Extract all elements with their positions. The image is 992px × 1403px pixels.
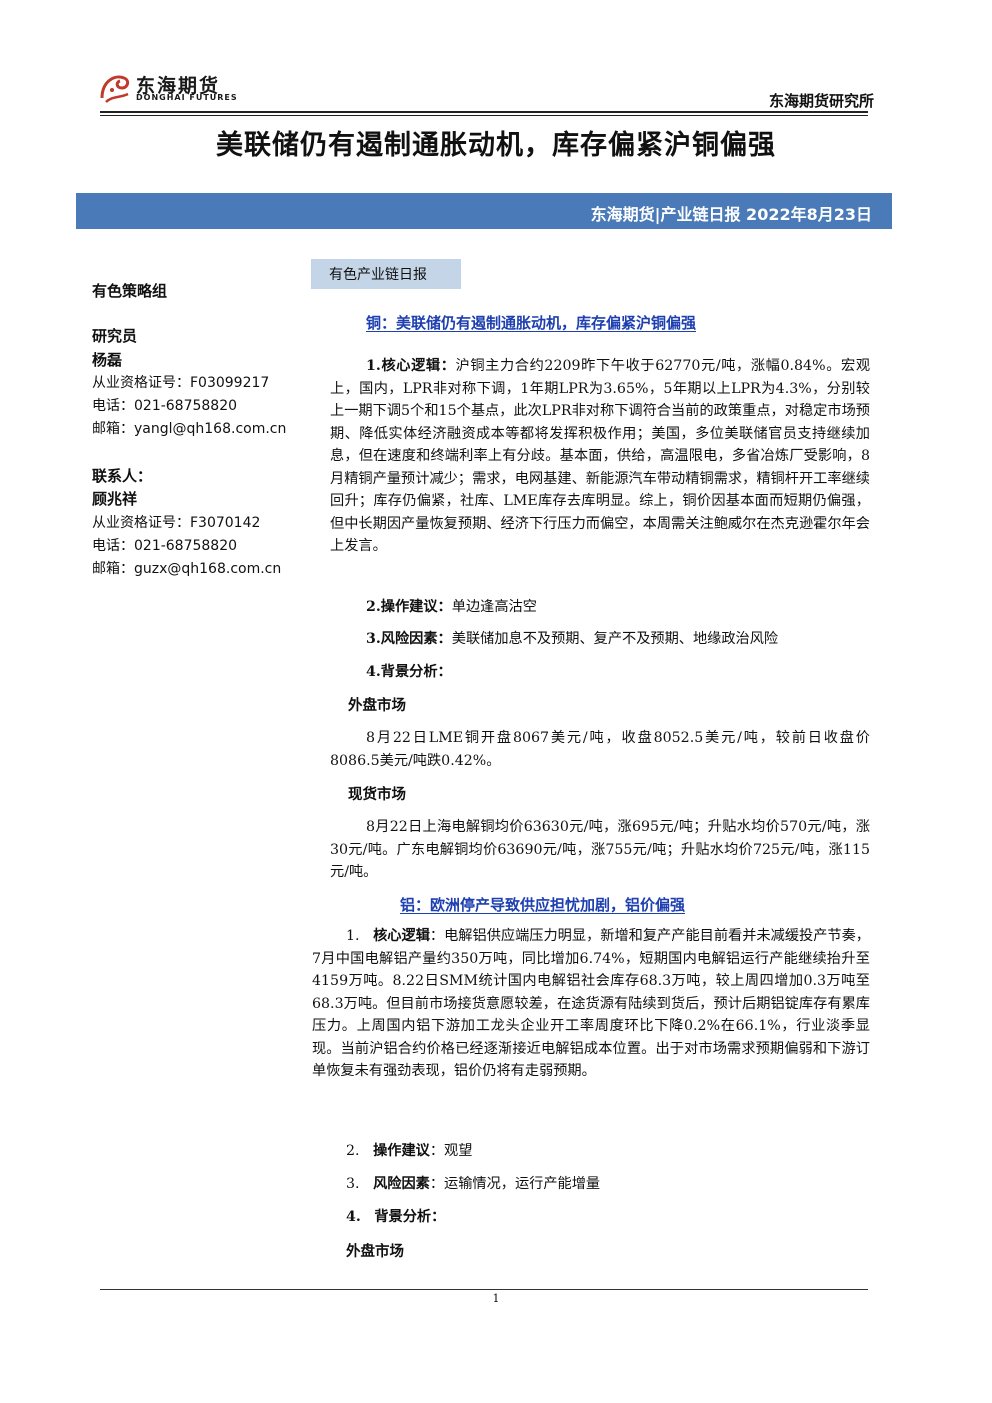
aluminum-risk-num: 3. bbox=[346, 1176, 360, 1192]
copper-advice: 2.操作建议：单边逢高沽空 bbox=[366, 596, 537, 619]
page-title: 美联储仍有遏制通胀动机，库存偏紧沪铜偏强 bbox=[216, 130, 776, 161]
aluminum-overseas-label: 外盘市场 bbox=[346, 1243, 404, 1260]
aluminum-background: 4. 背景分析： bbox=[346, 1206, 445, 1229]
aluminum-bg-num: 4. bbox=[346, 1209, 361, 1225]
aluminum-advice-text: ：观望 bbox=[429, 1143, 473, 1159]
copper-advice-label: 2.操作建议： bbox=[366, 599, 452, 615]
copper-heading: 铜：美联储仍有遏制通胀动机，库存偏紧沪铜偏强 bbox=[366, 314, 697, 332]
aluminum-logic-num: 1. bbox=[346, 928, 360, 944]
copper-overseas-text: 8月22日LME铜开盘8067美元/吨，收盘8052.5美元/吨，较前日收盘价8… bbox=[330, 730, 870, 769]
logo-text-en: DONGHAI FUTURES bbox=[136, 93, 238, 102]
copper-advice-text: 单边逢高沽空 bbox=[451, 599, 537, 615]
copper-spot-label: 现货市场 bbox=[348, 786, 406, 803]
aluminum-heading: 铝：欧洲停产导致供应担忧加剧，铝价偏强 bbox=[400, 896, 686, 914]
sidebar-analyst-phone: 电话：021-68758820 bbox=[92, 398, 238, 414]
header-rule-thin bbox=[100, 115, 868, 116]
aluminum-logic-text: ：电解铝供应端压力明显，新增和复产产能目前看并未减缓投产节奏，7月中国电解铝产量… bbox=[312, 928, 870, 1079]
copper-bg-label: 4.背景分析： bbox=[366, 664, 452, 680]
copper-logic-label: 1.核心逻辑： bbox=[366, 358, 456, 374]
sidebar-contact-email: 邮箱：guzx@qh168.com.cn bbox=[92, 561, 282, 577]
banner-text: 东海期货|产业链日报 2022年8月23日 bbox=[590, 205, 872, 224]
footer-rule bbox=[100, 1289, 868, 1290]
sidebar-analyst-cert: 从业资格证号：F03099217 bbox=[92, 375, 270, 391]
sidebar-contact-cert: 从业资格证号：F3070142 bbox=[92, 515, 261, 531]
copper-overseas-label: 外盘市场 bbox=[348, 697, 406, 714]
institute-name: 东海期货研究所 bbox=[768, 92, 874, 110]
header-rule bbox=[100, 111, 868, 113]
copper-spot-text: 8月22日上海电解铜均价63630元/吨，涨695元/吨；升贴水均价570元/吨… bbox=[330, 819, 870, 880]
copper-logic: 1.核心逻辑：沪铜主力合约2209昨下午收于62770元/吨，涨幅0.84%。宏… bbox=[330, 355, 870, 558]
report-banner: 东海期货|产业链日报 2022年8月23日 bbox=[76, 193, 892, 229]
sidebar-analyst-name: 杨磊 bbox=[92, 351, 123, 369]
aluminum-risk-text: ：运输情况，运行产能增量 bbox=[429, 1176, 601, 1192]
copper-background: 4.背景分析： bbox=[366, 661, 452, 684]
page-number: 1 bbox=[492, 1292, 500, 1305]
aluminum-advice-num: 2. bbox=[346, 1143, 360, 1159]
sidebar-analyst-label: 研究员 bbox=[92, 327, 138, 345]
sidebar-contact-name: 顾兆祥 bbox=[92, 490, 138, 508]
aluminum-logic-label: 核心逻辑 bbox=[373, 928, 430, 944]
aluminum-advice-label: 操作建议 bbox=[373, 1143, 430, 1159]
sidebar-contact-label: 联系人： bbox=[92, 467, 153, 485]
donghai-logo-icon bbox=[100, 75, 130, 103]
sidebar-group: 有色策略组 bbox=[92, 282, 168, 300]
copper-logic-text: 沪铜主力合约2209昨下午收于62770元/吨，涨幅0.84%。宏观上，国内，L… bbox=[330, 358, 871, 554]
copper-risk-text: 美联储加息不及预期、复产不及预期、地缘政治风险 bbox=[451, 631, 779, 647]
aluminum-risk: 3. 风险因素：运输情况，运行产能增量 bbox=[346, 1173, 600, 1196]
aluminum-risk-label: 风险因素 bbox=[373, 1176, 430, 1192]
category-tag-text: 有色产业链日报 bbox=[329, 267, 427, 283]
copper-risk-label: 3.风险因素： bbox=[366, 631, 452, 647]
sidebar-analyst-email: 邮箱：yangl@qh168.com.cn bbox=[92, 421, 287, 437]
sidebar-contact-phone: 电话：021-68758820 bbox=[92, 538, 238, 554]
aluminum-bg-label: 背景分析： bbox=[374, 1209, 446, 1225]
category-tag: 有色产业链日报 bbox=[311, 259, 461, 289]
copper-risk: 3.风险因素：美联储加息不及预期、复产不及预期、地缘政治风险 bbox=[366, 628, 778, 651]
aluminum-logic: 1. 核心逻辑：电解铝供应端压力明显，新增和复产产能目前看并未减缓投产节奏，7月… bbox=[312, 925, 870, 1083]
logo-text-cn: 东海期货 bbox=[136, 75, 221, 97]
aluminum-advice: 2. 操作建议：观望 bbox=[346, 1140, 472, 1163]
